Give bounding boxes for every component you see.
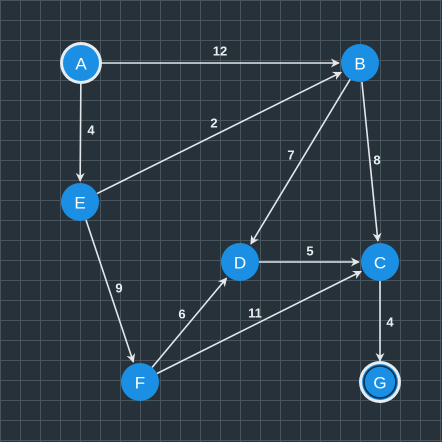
- node-b[interactable]: B: [341, 44, 379, 82]
- edge-e-b: [96, 71, 342, 195]
- node-circle: [361, 243, 399, 281]
- node-f[interactable]: F: [121, 363, 159, 401]
- node-label: C: [374, 254, 386, 273]
- edge-b-d: [250, 78, 351, 245]
- node-circle: [63, 45, 99, 81]
- edge-b-c: [361, 81, 382, 243]
- node-circle: [121, 363, 159, 401]
- edges-layer: [75, 58, 385, 375]
- edge-weight-a-e: 4: [87, 123, 95, 138]
- node-label: B: [354, 55, 365, 74]
- edge-weight-c-g: 4: [386, 315, 394, 330]
- node-label: G: [373, 374, 386, 393]
- node-c[interactable]: C: [361, 243, 399, 281]
- edge-weight-d-c: 5: [306, 244, 313, 259]
- node-circle: [362, 364, 398, 400]
- nodes-layer: A B C D E F G: [60, 42, 401, 403]
- node-label: F: [135, 374, 145, 393]
- node-a[interactable]: A: [60, 42, 102, 84]
- edge-weight-b-d: 7: [287, 148, 294, 163]
- edge-weight-e-f: 9: [115, 281, 122, 296]
- node-inner-ring: [363, 365, 397, 399]
- edge-e-f: [85, 219, 136, 363]
- node-g[interactable]: G: [359, 361, 401, 403]
- edge-weight-f-c: 11: [248, 306, 262, 321]
- edge-weight-f-d: 6: [178, 307, 185, 322]
- node-label: D: [234, 254, 246, 273]
- node-label: A: [75, 55, 87, 74]
- node-label: E: [74, 194, 85, 213]
- node-circle: [221, 243, 259, 281]
- edge-weight-b-c: 8: [373, 153, 380, 168]
- node-circle: [341, 44, 379, 82]
- edge-f-c: [156, 270, 363, 375]
- edge-f-d: [151, 277, 228, 368]
- node-circle: [61, 183, 99, 221]
- node-d[interactable]: D: [221, 243, 259, 281]
- edge-weight-e-b: 2: [210, 116, 217, 131]
- edge-weight-a-b: 12: [213, 44, 227, 59]
- node-e[interactable]: E: [61, 183, 99, 221]
- weights-layer: 12 4 2 7 8 9 5 6 11 4: [87, 44, 394, 330]
- edge-a-e: [75, 81, 85, 182]
